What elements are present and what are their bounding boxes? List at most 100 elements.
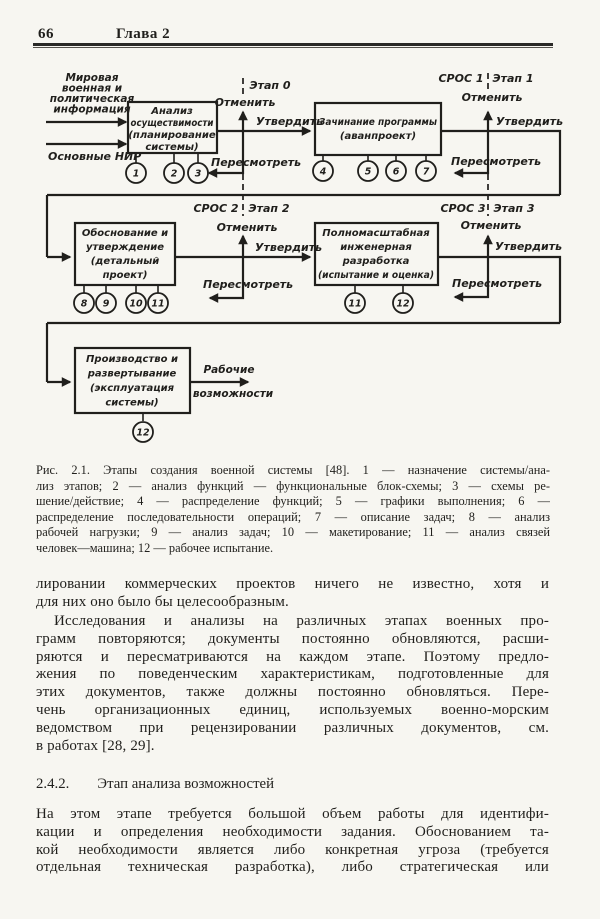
circle-number: 7 [423, 167, 430, 178]
gate2-sros-label: СРОС 2 [193, 202, 238, 215]
body-line: чень организационных единиц, используемы… [36, 701, 549, 718]
gate2-cancel-label: Отменить [217, 221, 278, 234]
circle-11b [344, 292, 366, 314]
gate-dashed-lines [242, 73, 489, 216]
body-line: в работах [28, 29]. [36, 737, 155, 754]
gate0-approve-label: Утвердить [256, 115, 323, 128]
paragraph-1: лировании коммерческих проектов ничего н… [36, 576, 549, 612]
box-feasibility [126, 100, 219, 155]
box-justification-text: утверждение [86, 242, 164, 253]
box-justification-text: проект) [103, 270, 148, 281]
box-feasibility-text: Анализ [150, 106, 193, 117]
circle-8 [73, 292, 95, 314]
section-heading: 2.4.2. Этап анализа возможностей [36, 776, 549, 793]
section-number: 2.4.2. [36, 776, 70, 792]
circle-number: 12 [136, 428, 150, 439]
circle-stems [83, 153, 427, 421]
circle-3 [187, 162, 209, 184]
world-info-label: политическая [50, 93, 135, 105]
circle-2 [163, 162, 185, 184]
caption-line: шение/действие; 4 — распределение функци… [36, 494, 550, 509]
page-number: 66 [38, 26, 54, 42]
body-line: грамм повторяются; документы постоянно о… [36, 630, 549, 647]
figure-2-1-flowchart: 1 2 3 4 5 6 7 8 9 10 11 11 12 12 Мировая… [45, 72, 563, 443]
gate3-review-label: Пересмотреть [452, 277, 542, 290]
circle-12b [132, 421, 154, 443]
gate2-approve-label: Утвердить [255, 241, 322, 254]
working-capabilities-label: Рабочие [203, 364, 254, 376]
box-feasibility-text: (планирование [128, 130, 215, 141]
gate1-review-label: Пересмотреть [451, 155, 541, 168]
gate1-review-arrow [453, 131, 490, 178]
box-development-text: (испытание и оценка) [318, 270, 434, 281]
box-feasibility-text: системы) [145, 142, 198, 153]
gate2-stage-label: Этап 2 [249, 202, 290, 215]
box-initiation-text: Зачинание программы [319, 117, 437, 128]
body-line: кой необходимости является либо конкретн… [36, 841, 549, 858]
body-line: На этом этапе требуется большой объем ра… [36, 806, 549, 822]
circle-1 [125, 162, 147, 184]
box-development-text: инженерная [340, 242, 412, 253]
world-info-label: информация [53, 104, 131, 116]
body-line: Исследования и анализы на различных этап… [54, 613, 549, 629]
caption-line: Рис. 2.1. Этапы создания военной системы… [36, 463, 550, 477]
body-line: ведомством при рецензировании различных … [36, 719, 549, 736]
box-justification-text: (детальный [91, 256, 160, 267]
box-initiation-text: (аванпроект) [340, 131, 416, 142]
circle-6 [385, 160, 407, 182]
figure-caption: Рис. 2.1. Этапы создания военной системы… [36, 463, 550, 557]
body-line: лировании коммерческих проектов ничего н… [36, 576, 549, 592]
caption-line: рабочей нагрузки; 9 — анализ задач; 10 —… [36, 525, 550, 540]
body-line: для них оно было бы целесообразным. [36, 593, 289, 610]
paragraph-2: Исследования и анализы на различных этап… [36, 613, 549, 755]
gate1-cancel-label: Отменить [462, 91, 523, 104]
circle-number: 8 [81, 299, 88, 310]
chapter-header: Глава 2 [116, 26, 171, 42]
gate2-review-label: Пересмотреть [203, 278, 293, 291]
gate3-approve-label: Утвердить [495, 240, 562, 253]
world-info-label: Мировая [65, 72, 118, 84]
header-rule-thin [33, 47, 553, 49]
circle-number: 4 [319, 167, 327, 178]
box-justification-text: Обоснование и [82, 227, 168, 239]
gate1-approve-label: Утвердить [496, 115, 563, 128]
circle-7 [415, 160, 437, 182]
box-justification [73, 221, 177, 287]
paragraph-3: На этом этапе требуется большой объем ра… [36, 806, 549, 877]
circle-number: 6 [393, 167, 400, 178]
gate3-sros-label: СРОС 3 [440, 202, 485, 215]
circle-5 [357, 160, 379, 182]
box-production-text: (эксплуатация [90, 383, 175, 394]
gate3-stage-label: Этап 3 [494, 202, 535, 215]
circle-number: 11 [348, 299, 361, 310]
body-line: жения по поведенческим характеристикам, … [36, 666, 549, 683]
caption-line: человек—машина; 12 — рабочее испытание. [36, 540, 274, 555]
circle-10 [125, 292, 147, 314]
gate3-review-arrow [453, 257, 490, 302]
body-line: отдельная техническая разработка), либо … [36, 859, 549, 876]
header-rule [33, 43, 553, 46]
gate2-review-arrow [208, 257, 245, 303]
box-development-text: разработка [342, 255, 410, 267]
box-feasibility-text: осуществимости [131, 118, 214, 129]
circle-11 [147, 292, 169, 314]
circle-number: 1 [133, 169, 140, 180]
box-production [73, 346, 192, 415]
flow-line-box4-right [438, 255, 562, 323]
box-initiation [313, 101, 443, 157]
box-production-text: системы) [105, 398, 158, 409]
circle-number: 11 [151, 299, 164, 310]
box-development [313, 221, 440, 287]
world-info-label: военная и [62, 83, 123, 95]
flow-line-box2-right [441, 129, 562, 195]
gate0-stage-label: Этап 0 [250, 79, 291, 92]
circle-number: 3 [195, 169, 202, 180]
gate0-cancel-label: Отменить [215, 96, 276, 109]
circle-4 [312, 160, 334, 182]
body-line: этих документов, также должны постоянно … [36, 684, 549, 701]
circle-number: 5 [365, 167, 372, 178]
caption-line: лиз этапов; 2 — анализ функций — функцио… [36, 478, 550, 493]
circle-number: 10 [129, 299, 143, 310]
gate1-stage-label: Этап 1 [493, 72, 534, 85]
working-capabilities-label: возможности [193, 388, 274, 400]
